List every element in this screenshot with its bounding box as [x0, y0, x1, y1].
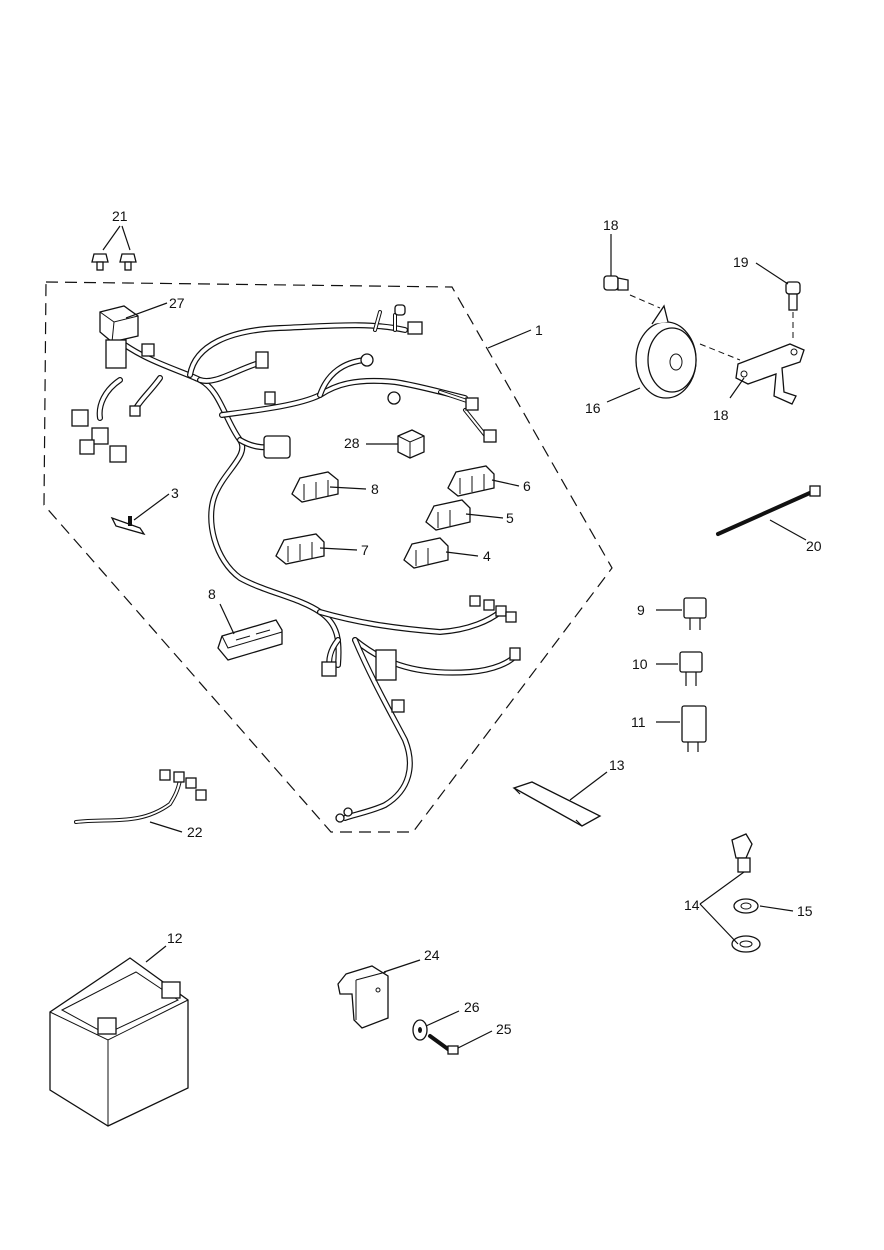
part-10-relay [679, 651, 703, 686]
callout-25: 25 [496, 1021, 512, 1037]
part-3-clip [110, 516, 146, 536]
part-26-washer [412, 1019, 428, 1041]
fuse-6 [447, 465, 495, 497]
callout-13: 13 [609, 757, 625, 773]
callout-28: 28 [344, 435, 360, 451]
part-15-washer [733, 898, 759, 914]
leader-lines [102, 225, 807, 1049]
part-18-bolt [603, 275, 629, 291]
callout-9: 9 [637, 602, 645, 618]
callout-27: 27 [169, 295, 185, 311]
callout-1: 1 [535, 322, 543, 338]
callout-14: 14 [684, 897, 700, 913]
callout-26: 26 [464, 999, 480, 1015]
callout-18b: 18 [713, 407, 729, 423]
part-24-clamp [337, 965, 389, 1029]
part-27-connector-box [99, 305, 155, 369]
callout-21: 21 [112, 208, 128, 224]
callout-4: 4 [483, 548, 491, 564]
part-11-relay [681, 705, 707, 752]
callout-8b: 8 [208, 586, 216, 602]
callout-19: 19 [733, 254, 749, 270]
callout-7: 7 [361, 542, 369, 558]
fuse-4 [403, 537, 449, 569]
part-20-cable-tie [716, 485, 821, 536]
harness-connectors [71, 304, 521, 823]
callout-8a: 8 [371, 481, 379, 497]
callout-22: 22 [187, 824, 203, 840]
callout-15: 15 [797, 903, 813, 919]
main-wiring-harness [96, 310, 518, 821]
part-25-bolt [428, 1034, 459, 1055]
callout-5: 5 [506, 510, 514, 526]
callout-6: 6 [523, 478, 531, 494]
part-12-battery [49, 957, 189, 1127]
fuse-5 [425, 499, 471, 531]
fuse-blocks [275, 465, 495, 569]
part-13-strap [512, 781, 602, 827]
harness-boundary-dashed [43, 281, 613, 833]
part-21-screws [91, 253, 137, 271]
part-16-horn [635, 304, 697, 399]
fuse-8 [291, 471, 339, 503]
part-18-bracket [735, 343, 805, 405]
part-19-bolt [785, 281, 801, 311]
part-22-sub-harness [74, 769, 207, 824]
part-14-switch [731, 833, 761, 953]
harness-connector-cluster-right [469, 595, 517, 623]
callout-3: 3 [171, 485, 179, 501]
callout-20: 20 [806, 538, 822, 554]
callout-10: 10 [632, 656, 648, 672]
callout-24: 24 [424, 947, 440, 963]
callout-16: 16 [585, 400, 601, 416]
callout-labels: 21 27 1 28 3 8 6 5 7 4 8 18 19 16 18 20 … [112, 208, 822, 1037]
part-9-relay [683, 597, 707, 630]
part-8-fuse-box [217, 619, 283, 661]
fuse-7 [275, 533, 325, 565]
callout-12: 12 [167, 930, 183, 946]
callout-11: 11 [631, 714, 646, 730]
callout-18a: 18 [603, 217, 619, 233]
part-28-relay [397, 429, 425, 459]
